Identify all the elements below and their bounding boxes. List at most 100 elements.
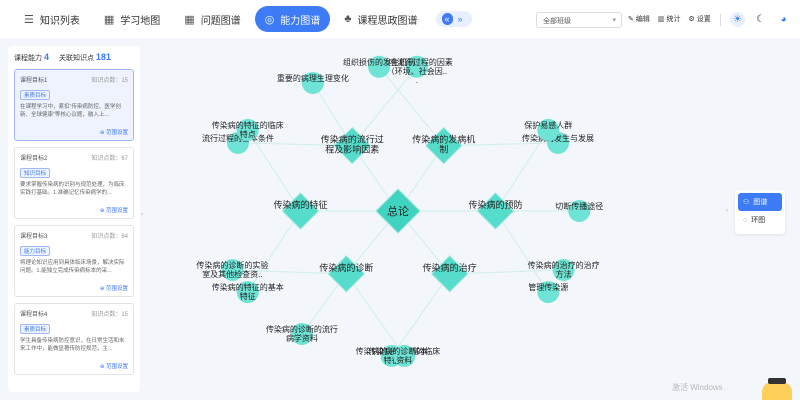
leaf-node[interactable]	[236, 281, 259, 304]
leaf-node[interactable]	[221, 258, 244, 281]
scope-setting-link[interactable]: ⊕ 范围设置	[99, 208, 128, 214]
chevron-down-icon: ▾	[612, 17, 616, 24]
graph-nodes: 传染病的流行过程及影响因素 流行过程的基本条件 重要的病理生理变化 影响流行过程的因素…	[196, 55, 603, 367]
list-icon: ☰	[24, 13, 34, 26]
tab-knowledge-list[interactable]: ☰知识列表	[24, 13, 80, 27]
target-icon: ◎	[264, 13, 275, 26]
goal-card[interactable]: 课程目标3 知识点数：84 能力目标将理论知识应用到具体临床场景，解决实际问题。1.…	[14, 225, 134, 297]
tab-ability-graph[interactable]: ◎能力图谱	[254, 6, 331, 32]
goal-knowledge-count: 知识点数：15	[91, 78, 128, 84]
leaf-node[interactable]	[393, 344, 416, 367]
settings-button[interactable]: ⚙设置	[688, 16, 711, 23]
palette-icon[interactable]: ◕	[780, 14, 787, 25]
graph-edge	[232, 269, 347, 275]
leaf-node-label: 传染病的诊断的实验室及其他检查资...	[196, 260, 268, 288]
scope-setting-link[interactable]: ⊕ 范围设置	[99, 130, 128, 136]
leaf-node[interactable]	[568, 200, 591, 222]
leaf-node-label: 传染病的特征的临床特点	[212, 120, 284, 139]
top-navigation: ☰知识列表 ▦学习地图 ▦问题图谱 ◎能力图谱 ♣课程思政图谱 « »	[0, 0, 800, 38]
edit-icon: ✎	[628, 16, 634, 23]
goal-description: 将理论知识应用到具体临床场景，解决实际问题。1.能独立完成传染病标本的采...	[20, 260, 125, 274]
branch-node-label: 传染病的流行过程及影响因素	[321, 134, 384, 155]
view-mode-panel: ⚇图谱 ◌环图	[735, 190, 785, 234]
tree-icon: ♣	[344, 13, 352, 25]
goal-card[interactable]: 课程目标2 知识点数：67 知识目标要求掌握传染病的识别与规范处理，为临床实践打基础…	[14, 147, 134, 219]
leaf-node[interactable]	[537, 281, 560, 304]
center-node[interactable]	[375, 188, 421, 234]
grid-icon: ▦	[103, 13, 115, 26]
goal-description: 在课程学习中，紧扣“传染病防控、医学创新、全球健康”等核心议题，融入上...	[20, 104, 121, 118]
stats-button[interactable]: ▥统计	[657, 16, 681, 23]
class-filter-select[interactable]: 全部班级▾	[536, 12, 622, 28]
graph-edges	[232, 66, 580, 357]
leaf-node[interactable]	[405, 55, 428, 78]
scope-setting-link[interactable]: ⊕ 范围设置	[99, 364, 128, 370]
leaf-node-label: 传染病的治疗的治疗方法	[528, 260, 600, 279]
tab-scroll-control: « »	[435, 11, 472, 27]
goal-knowledge-count: 知识点数：84	[91, 234, 128, 240]
goal-knowledge-count: 知识点数：67	[91, 156, 128, 162]
branch-node[interactable]	[333, 126, 371, 165]
goal-title: 课程目标2	[20, 156, 48, 162]
leaf-node-label: 切断传播途径	[555, 201, 603, 211]
goal-description: 学生具备传染病防控意识，在日常生活和未来工作中，能做显著传防控规范，主...	[20, 338, 125, 352]
graph-icon: ⚇	[743, 199, 750, 206]
goal-type-badge: 知识目标	[20, 168, 51, 178]
chevron-right-icon[interactable]: »	[457, 14, 463, 24]
leaf-node-label: 流行过程的基本条件	[202, 133, 274, 143]
branch-node-label: 传染病的发病机制	[412, 134, 475, 155]
leaf-node-label: 传染病的发生与发展	[522, 133, 594, 143]
leaf-node[interactable]	[552, 258, 575, 281]
sidebar-collapse-handle[interactable]: ‹	[141, 212, 143, 218]
tab-ideology-graph[interactable]: ♣课程思政图谱	[344, 13, 418, 27]
scope-setting-link[interactable]: ⊕ 范围设置	[99, 286, 128, 292]
graph-view-button[interactable]: ⚇图谱	[738, 193, 782, 211]
goal-type-badge: 能力目标	[20, 246, 51, 256]
chevron-left-icon[interactable]: «	[441, 13, 453, 25]
leaf-node-label: 传染病的特征的基本特征	[212, 282, 284, 301]
branch-node-label: 传染病的预防	[468, 199, 522, 210]
sun-icon[interactable]: ☀	[730, 12, 745, 27]
theme-switcher: ☀ ☾ ◕	[730, 12, 791, 27]
moon-icon[interactable]: ☾	[756, 14, 765, 25]
leaf-node[interactable]	[537, 118, 560, 141]
leaf-node[interactable]	[290, 322, 313, 345]
goal-title: 课程目标1	[20, 78, 48, 84]
branch-node[interactable]	[476, 192, 515, 230]
graph-edge	[247, 210, 301, 293]
panel-collapse-handle[interactable]: ›	[726, 208, 728, 214]
branch-node[interactable]	[327, 255, 366, 293]
leaf-node[interactable]	[368, 55, 391, 78]
goal-card[interactable]: 课程目标1 知识点数：15 素质目标在课程学习中，紧扣“传染病防控、医学创新、全球健…	[14, 69, 134, 141]
tab-learning-map[interactable]: ▦学习地图	[103, 13, 161, 27]
gear-icon: ⚙	[688, 16, 695, 23]
edit-button[interactable]: ✎编辑	[628, 16, 650, 23]
goal-title: 课程目标3	[20, 234, 48, 240]
leaf-node-label: 影响流行过程的因素（环境、社会因...	[381, 57, 453, 85]
leaf-node-label: 传染病的诊断的临床资料	[368, 346, 440, 365]
goal-description: 要求掌握传染病的识别与规范处理，为临床实践打基础。1.准确记忆传染病学的...	[20, 182, 125, 196]
divider	[720, 14, 721, 26]
stats-icon: ▥	[657, 16, 665, 23]
goal-type-badge: 素质目标	[20, 90, 51, 100]
leaf-node[interactable]	[236, 118, 259, 141]
leaf-node-label: 保护易感人群	[524, 120, 572, 130]
tab-problem-graph[interactable]: ▦问题图谱	[184, 13, 241, 27]
ring-view-button[interactable]: ◌环图	[743, 216, 766, 225]
leaf-node-label: 重要的病理生理变化	[277, 73, 349, 83]
graph-edge	[378, 66, 445, 146]
branch-node[interactable]	[281, 192, 320, 230]
leaf-node-label: 管理传染源	[528, 282, 568, 292]
leaf-node[interactable]	[301, 71, 324, 94]
leaf-node-label: 传染病的诊断的流行病学资料	[266, 324, 338, 343]
goal-card-list: 课程目标1 知识点数：15 素质目标在课程学习中，紧扣“传染病防控、医学创新、全球健…	[14, 69, 134, 375]
leaf-node-label: 传染病的治疗的基本特征	[356, 346, 428, 365]
graph-edge	[247, 129, 301, 212]
graph-edge	[495, 210, 549, 293]
graph-edge	[351, 66, 418, 146]
branch-node[interactable]	[425, 126, 463, 165]
branch-node[interactable]	[430, 255, 469, 293]
activation-watermark: 激活 Windows	[672, 383, 723, 392]
